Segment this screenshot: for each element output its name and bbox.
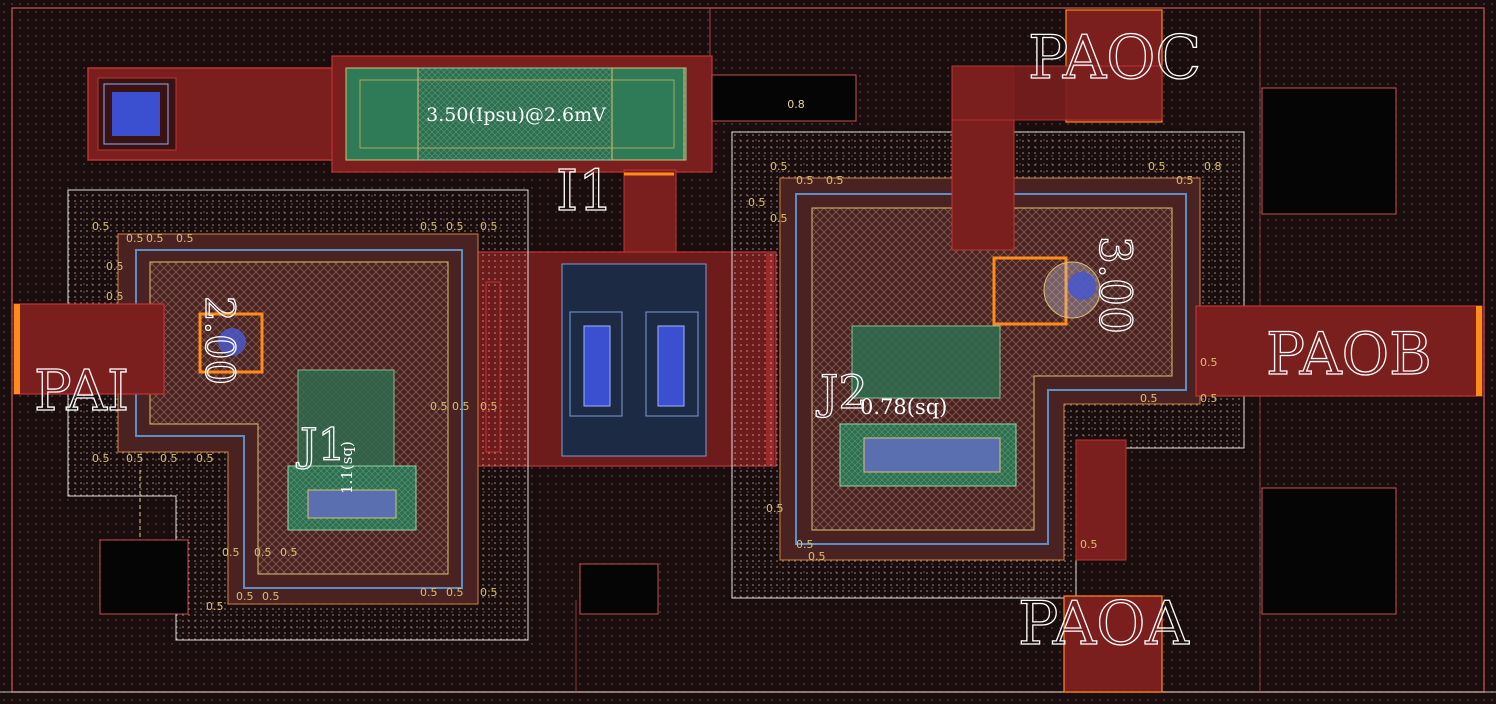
i1-feed[interactable] (623, 169, 677, 261)
dimension-mark: 0.5 (420, 220, 438, 233)
dimension-mark: 0.5 (236, 590, 254, 603)
dimension-mark: 0.5 (92, 452, 110, 465)
pad-box-bottom-center[interactable] (579, 563, 659, 615)
dimension-mark: 0.5 (206, 600, 224, 613)
dimension-mark: 0.5 (126, 232, 144, 245)
resistor-end-left[interactable] (345, 67, 419, 161)
dimension-mark: 0.5 (160, 452, 178, 465)
dimension-mark: 0.8 (1204, 160, 1222, 173)
j1-via-marker[interactable] (198, 312, 264, 374)
j1-junction-upper[interactable] (297, 369, 395, 467)
junction-j2-label: J2 (816, 365, 868, 419)
dimension-mark: 0.5 (452, 400, 470, 413)
dimension-mark: 0.5 (796, 174, 814, 187)
dimension-mark: 0.5 (92, 220, 110, 233)
pai-pin-edge (14, 304, 20, 394)
dimension-mark: 0.5 (262, 590, 280, 603)
junction-j1-label: J1 (296, 420, 346, 471)
j2-via-marker[interactable] (992, 256, 1068, 326)
pad-box[interactable] (711, 74, 857, 122)
dimension-mark: 0.5 (770, 212, 788, 225)
paob-pin-metal[interactable] (1195, 305, 1483, 397)
source-i1-label: I1 (556, 159, 614, 224)
j2-contact[interactable] (863, 437, 1001, 473)
dimension-mark: 0.5 (280, 546, 298, 559)
dimension-mark: 0.5 (1200, 392, 1218, 405)
dimension-mark: 0.5 (146, 232, 164, 245)
dimension-mark: 0.5 (254, 546, 272, 559)
pin-paoc-label: PAOC (1028, 23, 1201, 93)
dimension-mark: 0.5 (1200, 356, 1218, 369)
dimension-mark: 0.5 (176, 232, 194, 245)
j2-rotated-value: 3.00 (1089, 236, 1140, 334)
box-value-label: 0.8 (787, 98, 805, 111)
dimension-mark: 0.5 (480, 586, 498, 599)
j2-via[interactable] (1068, 272, 1096, 300)
resistor-inner-outline (359, 79, 675, 149)
j1-blue-ring (135, 249, 463, 589)
paoa-feed[interactable] (1075, 439, 1127, 561)
via-square[interactable] (112, 92, 160, 136)
paoa-pin-metal[interactable] (1063, 595, 1163, 693)
pad-box-lower-left[interactable] (99, 539, 189, 615)
j1-via[interactable] (218, 328, 246, 356)
dimension-mark: 0.5 (196, 452, 214, 465)
dimension-mark: 0.5 (826, 174, 844, 187)
j1-contact[interactable] (307, 489, 397, 519)
paob-pin-edge (1476, 306, 1482, 396)
via-right[interactable] (657, 325, 685, 407)
j1-area-rotated: 1.1(sq) (338, 441, 356, 494)
dimension-mark: 0.5 (106, 260, 124, 273)
dimension-mark: 0.5 (766, 502, 784, 515)
dimension-mark: 0.5 (1176, 174, 1194, 187)
via-frame-right (645, 311, 699, 417)
paoc-bar[interactable] (951, 65, 1163, 121)
dimension-mark: 0.5 (126, 452, 144, 465)
pad-box-bottom-right[interactable] (1261, 487, 1397, 615)
j1-rotated-value: 2.00 (196, 296, 242, 385)
dimension-mark: 0.5 (748, 196, 766, 209)
dimension-mark: 0.5 (1140, 392, 1158, 405)
dimension-mark: 0.5 (770, 160, 788, 173)
dimension-mark: 0.5 (430, 400, 448, 413)
dimension-mark: 0.5 (446, 220, 464, 233)
dimension-mark: 0.5 (222, 546, 240, 559)
dimension-mark: 0.5 (480, 400, 498, 413)
pin-pai-label: PAI (34, 359, 129, 424)
dimension-mark: 0.5 (1080, 538, 1098, 551)
j2-junction-upper[interactable] (851, 325, 1001, 399)
dimension-mark: 0.5 (1148, 160, 1166, 173)
dimension-mark: 0.5 (106, 290, 124, 303)
dimension-mark: 0.5 (808, 550, 826, 563)
j2-blue-ring (795, 193, 1187, 545)
pai-pin-metal[interactable] (13, 303, 165, 395)
pad-box-top-right[interactable] (1261, 87, 1397, 215)
bias-annotation: 3.50(Ipsu)@2.6mV (426, 104, 606, 126)
dimension-mark: 0.5 (446, 586, 464, 599)
via-outline (103, 83, 169, 145)
j2-area-label: 0.78(sq) (860, 395, 947, 419)
via-left[interactable] (583, 325, 611, 407)
dimension-mark: 0.5 (480, 220, 498, 233)
pin-paob-label: PAOB (1266, 320, 1432, 388)
dimension-mark: 0.5 (420, 586, 438, 599)
dimension-mark: 0.5 (796, 538, 814, 551)
pin-paoa-label: PAOA (1018, 589, 1189, 659)
resistor-end-right[interactable] (611, 67, 685, 161)
via-frame-left (569, 311, 623, 417)
